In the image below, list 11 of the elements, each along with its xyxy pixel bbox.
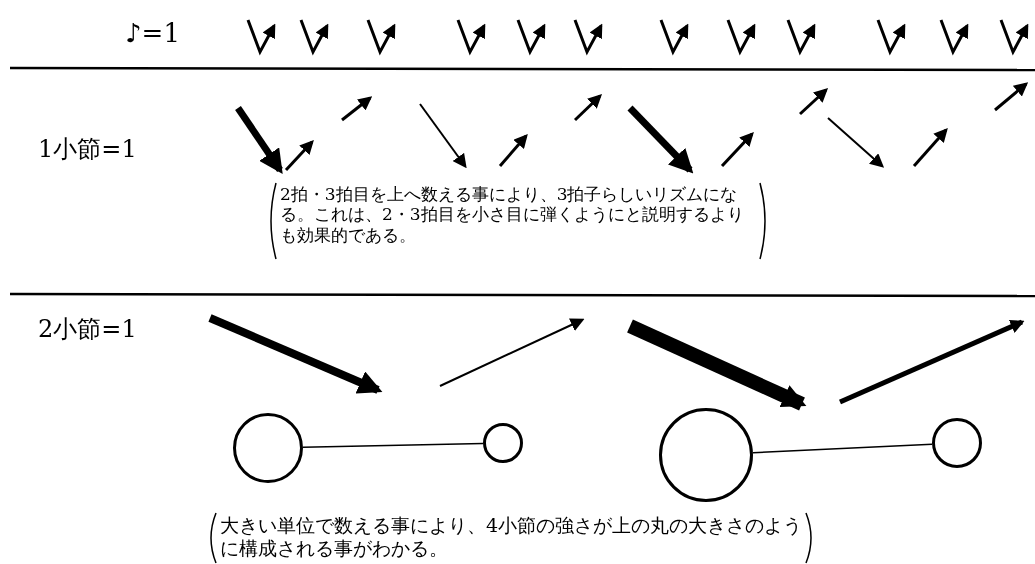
scale-label: 2小節=1 xyxy=(38,315,137,344)
circle-shape xyxy=(659,408,753,502)
note-text: 2拍・3拍目を上へ数える事により、3拍子らしいリズムになる。これは、2・3拍目を小さ目に弾くようにと説明するよりも効果的である。 xyxy=(280,184,745,246)
circle-shape xyxy=(932,418,982,468)
circle-shape xyxy=(483,423,523,463)
circle-shape xyxy=(233,413,303,483)
scale-label: 1小節=1 xyxy=(38,135,137,164)
connector-line xyxy=(752,443,933,454)
scale-label: ♪=1 xyxy=(125,18,180,50)
note-text: 大きい単位で数える事により、4小節の強さが上の丸の大きさのように構成される事がわかる。 xyxy=(220,514,804,560)
connector-line xyxy=(302,442,484,448)
